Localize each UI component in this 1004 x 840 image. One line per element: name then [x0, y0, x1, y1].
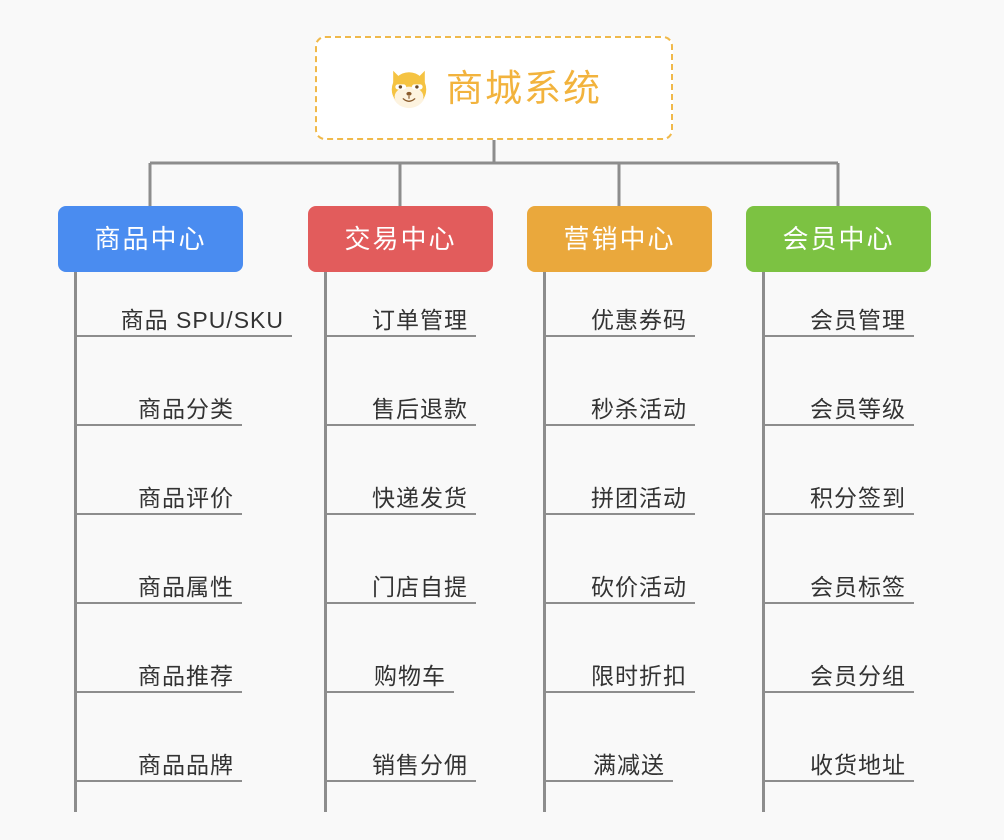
leaf-label: 商品属性	[138, 573, 234, 600]
leaf-item[interactable]: 购物车	[324, 649, 454, 693]
leaf-label: 会员分组	[810, 662, 906, 689]
category-box-1[interactable]: 商品中心	[58, 206, 243, 272]
category-label: 营销中心	[563, 224, 676, 254]
leaf-item[interactable]: 商品评价	[74, 471, 242, 515]
leaf-label: 优惠券码	[591, 306, 687, 333]
leaf-item[interactable]: 优惠券码	[543, 293, 695, 337]
leaf-item[interactable]: 售后退款	[324, 382, 476, 426]
leaf-label: 商品分类	[138, 395, 234, 422]
leaf-label: 售后退款	[372, 395, 468, 422]
leaf-item[interactable]: 销售分佣	[324, 738, 476, 782]
leaf-item[interactable]: 商品属性	[74, 560, 242, 604]
leaf-item[interactable]: 会员管理	[762, 293, 914, 337]
category-label: 交易中心	[344, 224, 457, 254]
leaf-item[interactable]: 会员等级	[762, 382, 914, 426]
column-rail	[543, 272, 546, 812]
leaf-item[interactable]: 快递发货	[324, 471, 476, 515]
column-rail	[74, 272, 77, 812]
leaf-label: 门店自提	[372, 573, 468, 600]
leaf-label: 积分签到	[810, 484, 906, 511]
category-label: 商品中心	[94, 224, 207, 254]
leaf-item[interactable]: 拼团活动	[543, 471, 695, 515]
shiba-dog-face-icon	[391, 70, 427, 109]
category-box-4[interactable]: 会员中心	[746, 206, 931, 272]
leaf-item[interactable]: 秒杀活动	[543, 382, 695, 426]
leaf-item[interactable]: 商品 SPU/SKU	[74, 293, 292, 337]
leaf-label: 拼团活动	[591, 484, 687, 511]
leaf-item[interactable]: 砍价活动	[543, 560, 695, 604]
leaf-label: 商品评价	[138, 484, 234, 511]
leaf-item[interactable]: 门店自提	[324, 560, 476, 604]
leaf-item[interactable]: 收货地址	[762, 738, 914, 782]
leaf-label: 会员管理	[810, 306, 906, 333]
category-box-3[interactable]: 营销中心	[527, 206, 712, 272]
column-rail	[762, 272, 765, 812]
leaf-label: 会员标签	[810, 573, 906, 600]
leaf-item[interactable]: 会员分组	[762, 649, 914, 693]
root-node[interactable]: 商城系统	[315, 36, 673, 140]
leaf-item[interactable]: 会员标签	[762, 560, 914, 604]
root-title: 商城系统	[446, 67, 602, 109]
leaf-label: 秒杀活动	[591, 395, 687, 422]
leaf-label: 收货地址	[810, 751, 906, 778]
category-box-2[interactable]: 交易中心	[308, 206, 493, 272]
leaf-label: 订单管理	[372, 306, 468, 333]
leaf-label: 满减送	[593, 751, 665, 778]
leaf-item[interactable]: 订单管理	[324, 293, 476, 337]
leaf-item[interactable]: 限时折扣	[543, 649, 695, 693]
category-label: 会员中心	[782, 224, 895, 254]
leaf-label: 砍价活动	[591, 573, 687, 600]
leaf-item[interactable]: 商品推荐	[74, 649, 242, 693]
leaf-label: 商品 SPU/SKU	[120, 306, 284, 333]
leaf-label: 商品推荐	[138, 662, 234, 689]
leaf-label: 购物车	[374, 662, 446, 689]
leaf-item[interactable]: 商品分类	[74, 382, 242, 426]
leaf-label: 销售分佣	[372, 751, 468, 778]
leaf-label: 商品品牌	[138, 751, 234, 778]
leaf-item[interactable]: 积分签到	[762, 471, 914, 515]
leaf-label: 会员等级	[810, 395, 906, 422]
leaf-item[interactable]: 满减送	[543, 738, 673, 782]
leaf-label: 快递发货	[372, 484, 468, 511]
column-rail	[324, 272, 327, 812]
leaf-label: 限时折扣	[591, 662, 687, 689]
leaf-item[interactable]: 商品品牌	[74, 738, 242, 782]
